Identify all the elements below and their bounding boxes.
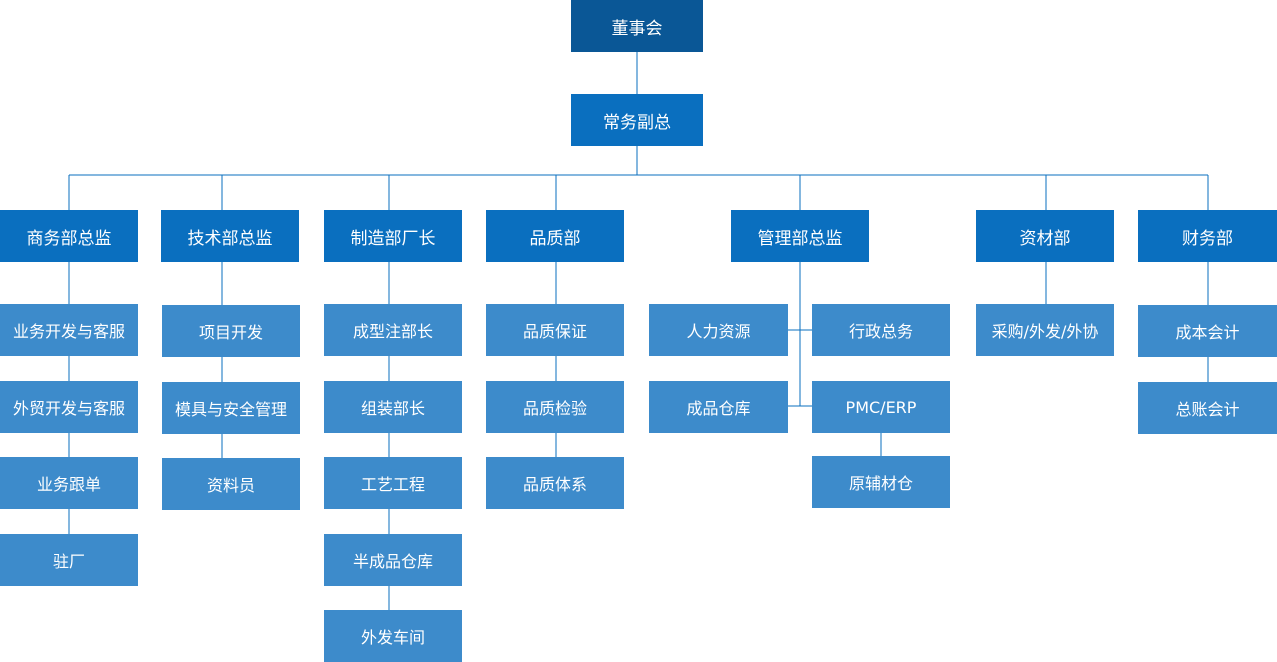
node-executive-vp: 常务副总 [571,94,703,146]
node-tech-child-1: 项目开发 [162,305,300,357]
node-business-child-1: 业务开发与客服 [0,304,138,356]
node-materials-child-1: 采购/外发/外协 [976,304,1114,356]
node-dept-technology: 技术部总监 [161,210,299,262]
node-dept-manufacturing: 制造部厂长 [324,210,462,262]
node-mfg-child-4: 半成品仓库 [324,534,462,586]
node-finance-child-1: 成本会计 [1138,305,1277,357]
node-mgmt-child-pmc: PMC/ERP [812,381,950,433]
node-quality-child-2: 品质检验 [486,381,624,433]
node-board: 董事会 [571,0,703,52]
node-mgmt-child-hr: 人力资源 [649,304,788,356]
node-business-child-3: 业务跟单 [0,457,138,509]
node-quality-child-3: 品质体系 [486,457,624,509]
node-business-child-4: 驻厂 [0,534,138,586]
node-tech-child-3: 资料员 [162,458,300,510]
node-dept-quality: 品质部 [486,210,624,262]
node-finance-child-2: 总账会计 [1138,382,1277,434]
node-mfg-child-3: 工艺工程 [324,457,462,509]
node-dept-finance: 财务部 [1138,210,1277,262]
node-dept-business: 商务部总监 [0,210,138,262]
node-mfg-child-5: 外发车间 [324,610,462,662]
node-mgmt-child-admin: 行政总务 [812,304,950,356]
node-business-child-2: 外贸开发与客服 [0,381,138,433]
node-mgmt-child-warehouse: 成品仓库 [649,381,788,433]
node-quality-child-1: 品质保证 [486,304,624,356]
node-dept-materials: 资材部 [976,210,1114,262]
node-mfg-child-1: 成型注部长 [324,304,462,356]
node-mgmt-grandchild: 原辅材仓 [812,456,950,508]
node-tech-child-2: 模具与安全管理 [162,382,300,434]
node-dept-management: 管理部总监 [731,210,869,262]
node-mfg-child-2: 组装部长 [324,381,462,433]
